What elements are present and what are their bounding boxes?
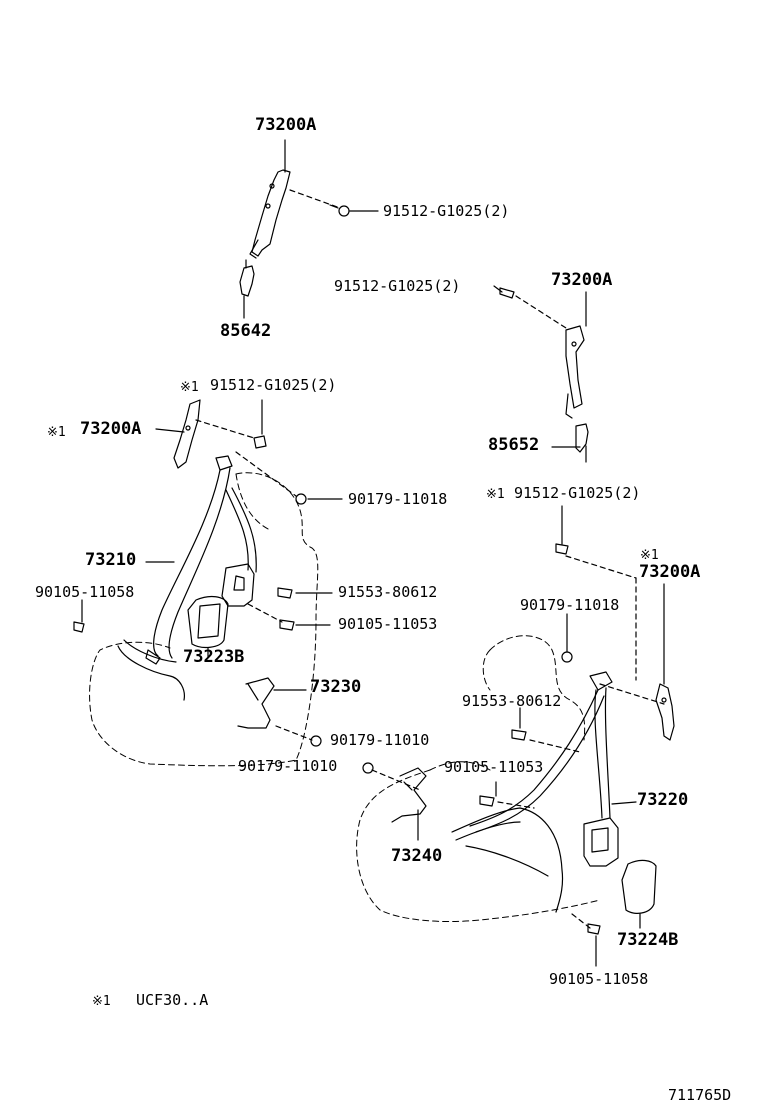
buckle-73230-part [237,677,307,729]
belt-73220-part [451,671,613,913]
cover-73224b-part [621,859,657,929]
part-label-91512-right[interactable]: 91512-G1025(2) [514,484,641,502]
nut-90179-d-part [362,762,374,774]
bolt-91512-mid-part [499,287,515,299]
retractor-73210-part [221,563,255,607]
leader-dashed-1 [289,189,341,209]
note-mark-1b: ※1 [47,425,66,440]
note-mark-1d: ※1 [640,548,659,563]
bolt-91553-a-part [277,587,293,599]
part-label-73200a-right[interactable]: 73200A [639,562,701,582]
part-label-91553-b[interactable]: 91553-80612 [462,692,562,710]
leader-dashed-4 [235,451,297,497]
bolt-91553-b-part [511,707,527,741]
leader-dashed-5 [247,603,283,623]
right-seat-outline [356,635,601,923]
legend-text: UCF30..A [136,991,209,1009]
note-mark-1a: ※1 [180,380,199,395]
part-label-73200a-top[interactable]: 73200A [255,115,317,135]
buckle-85642-part [239,259,255,319]
part-label-73210[interactable]: 73210 [85,550,137,570]
bolt-91512-right-part [555,505,569,555]
leader-dashed-13 [571,913,591,929]
bolt-90105-b-part [279,619,295,631]
cover-73223b-part [187,595,229,659]
leader-dashed-2 [515,295,567,329]
left-anchor-73200a-part [155,399,201,469]
leader-73220 [611,801,637,805]
part-label-90105-b[interactable]: 90105-11053 [338,615,438,633]
part-label-73223b[interactable]: 73223B [183,647,245,667]
anchor-73200a-top-part [249,139,291,259]
leader-dashed-9 [599,683,665,705]
part-label-73200a-mid[interactable]: 73200A [551,270,613,290]
leader-dashed-11 [497,801,535,809]
retractor-73220-part [583,817,619,867]
bolt-91512-top-part [329,204,350,217]
nut-90179-a-part [295,493,307,505]
part-label-73224b[interactable]: 73224B [617,930,679,950]
part-label-90179-b[interactable]: 90179-11018 [520,596,620,614]
part-label-90179-a[interactable]: 90179-11018 [348,490,448,508]
part-label-91512-left[interactable]: 91512-G1025(2) [210,376,337,394]
part-label-73240[interactable]: 73240 [391,846,443,866]
bolt-90105-a-part [73,599,85,633]
part-label-85652[interactable]: 85652 [488,435,540,455]
leader-dashed-7 [565,555,637,579]
part-label-73230[interactable]: 73230 [310,677,362,697]
nut-90179-c-part [310,735,322,747]
leader-91512-mid [493,285,503,293]
part-label-90105-c[interactable]: 90105-11053 [444,758,544,776]
bolt-91512-left-part [253,399,267,449]
leader-dashed-12 [371,769,421,791]
leader-dashed-10 [529,739,581,753]
belt-73210-part [117,455,257,701]
part-label-91512-top[interactable]: 91512-G1025(2) [383,202,510,220]
buckle-85652-part [575,423,589,463]
bolt-90105-d-part [587,923,601,967]
legend-mark: ※1 [92,994,111,1009]
diagram-id: 711765D [668,1086,732,1104]
note-mark-1c: ※1 [486,487,505,502]
part-label-90105-d[interactable]: 90105-11058 [549,970,649,988]
leader-dashed-3 [195,419,255,439]
part-label-90105-a[interactable]: 90105-11058 [35,583,135,601]
right-anchor-73200a-part [655,583,675,741]
leader-dashed-6 [275,725,313,741]
part-label-73220[interactable]: 73220 [637,790,689,810]
buckle-73240-part [391,767,427,841]
part-label-73200a-left[interactable]: 73200A [80,419,142,439]
part-label-85642[interactable]: 85642 [220,321,272,341]
left-seat-outline [89,472,319,767]
bolt-90105-c-part [479,781,497,807]
anchor-73200a-mid-part [565,325,585,419]
part-label-91512-mid[interactable]: 91512-G1025(2) [334,277,461,295]
part-label-90179-c[interactable]: 90179-11010 [330,731,430,749]
nut-90179-b-part [561,651,573,663]
part-label-91553-a[interactable]: 91553-80612 [338,583,438,601]
part-label-90179-d[interactable]: 90179-11010 [238,757,338,775]
